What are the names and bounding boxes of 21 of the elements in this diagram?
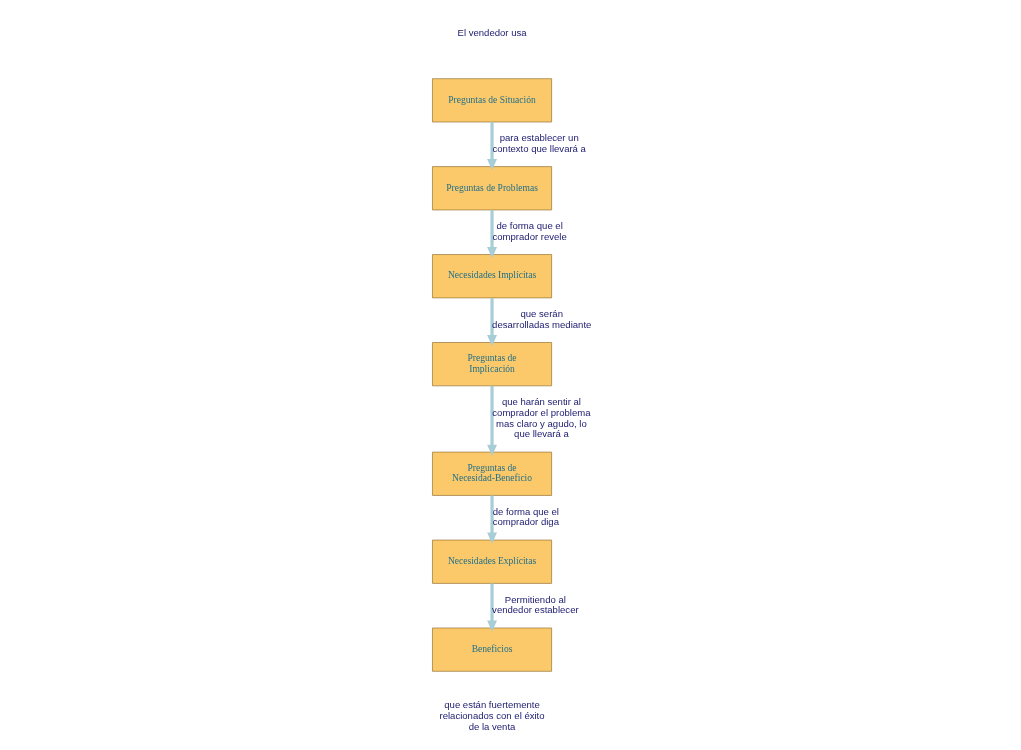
arrow <box>486 583 497 632</box>
node-box: Necesidades Implícitas <box>431 254 552 299</box>
node-box: Preguntas de Implicación <box>431 342 552 387</box>
edge-label: de forma que el comprador diga <box>492 505 559 528</box>
edge-label: para establecer un contexto que llevará a <box>491 132 586 154</box>
arrow <box>486 385 497 456</box>
edge-label: que harán sentir al comprador el problema mas claro y agudo, lo que llevará a <box>491 395 591 440</box>
arrow <box>486 495 497 544</box>
label: El vendedor usa <box>457 26 527 38</box>
node-box: Preguntas de Problemas <box>431 166 552 211</box>
node-box: Preguntas de Situación <box>431 78 552 123</box>
node-box: Preguntas de Necesidad-Beneficio <box>431 451 552 496</box>
arrow <box>486 122 497 171</box>
edge-label: Permitiendo al vendedor establecer <box>491 593 579 616</box>
edge-label: que serán desarrolladas mediante <box>491 308 591 330</box>
arrow <box>486 298 497 347</box>
node-box: Necesidades Explícitas <box>431 539 552 584</box>
edge-label: de forma que el comprador revele <box>491 220 567 242</box>
node-box: Beneficios <box>431 627 552 672</box>
arrow <box>486 210 497 259</box>
label: que están fuertemente relacionados con el éxito de la venta <box>439 698 545 732</box>
